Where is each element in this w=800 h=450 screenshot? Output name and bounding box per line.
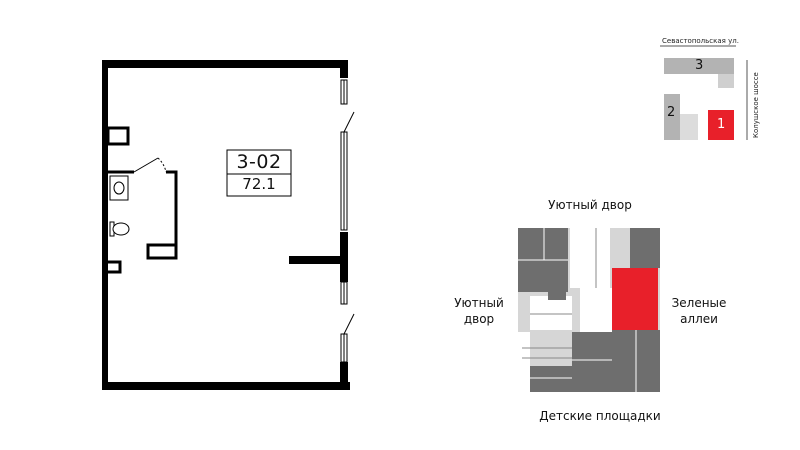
orientation-top: Уютный двор (548, 198, 632, 212)
orientation-right: Зеленые аллеи (671, 296, 727, 326)
building-number-3: 3 (695, 58, 704, 73)
building-1 (708, 110, 734, 140)
unit-number: 3-02 (236, 151, 282, 173)
selected-unit (612, 268, 658, 330)
unit-partitions (518, 228, 637, 392)
balcony-doors (343, 111, 355, 335)
unit-label-box (226, 149, 292, 197)
sink-icon (109, 175, 129, 201)
orientation-bottom: Детские площадки (539, 409, 661, 423)
street-name-top: Севастопольская ул. (662, 37, 739, 45)
floor-units (518, 228, 660, 392)
corridor-lines (522, 228, 597, 359)
toilet-icon (109, 221, 130, 237)
ventilation-shaft (106, 126, 130, 146)
core-area (518, 228, 612, 392)
bathroom-door (133, 157, 167, 173)
building-3 (664, 58, 734, 88)
unit-area: 72.1 (242, 175, 276, 193)
building-number-1: 1 (717, 117, 726, 132)
building-number-2: 2 (667, 105, 676, 120)
orientation-left: Уютный двор (454, 296, 504, 326)
building-2 (664, 94, 698, 140)
